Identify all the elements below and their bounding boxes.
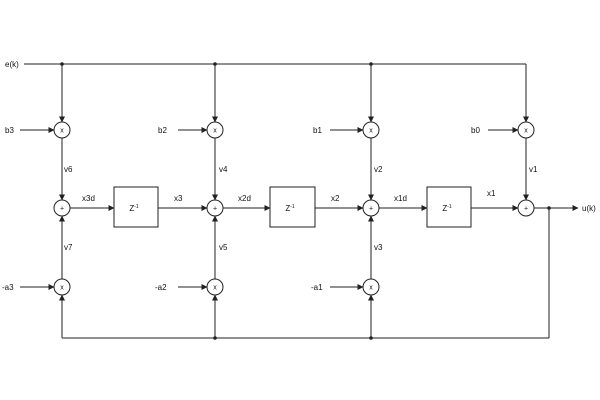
label-x3d: x3d [82,194,95,203]
label-b2: b2 [158,126,167,135]
svg-text:x: x [213,128,217,135]
label-na1: -a1 [311,283,323,292]
label-output: u(k) [582,204,596,213]
label-x2: x2 [331,194,340,203]
label-x1d: x1d [394,194,407,203]
multiplier-b3: x [53,121,71,139]
junction-output [547,206,551,210]
multiplier-b2: x [206,121,224,139]
svg-text:+: + [213,206,217,213]
label-v7: v7 [64,243,73,252]
delay-block-1: Z-1 [113,186,159,228]
adder-3: + [362,199,380,217]
svg-text:x: x [369,285,373,292]
svg-text:x: x [60,128,64,135]
multiplier-b1: x [362,121,380,139]
label-v3: v3 [374,243,383,252]
label-x3: x3 [174,194,183,203]
label-v2: v2 [374,165,383,174]
delay-block-2: Z-1 [269,186,316,228]
svg-text:+: + [524,206,528,213]
label-v4: v4 [219,165,228,174]
svg-text:x: x [524,128,528,135]
adder-4: + [517,199,535,217]
label-e: e(k) [5,60,19,69]
junction-fb-a1 [369,336,373,340]
svg-text:x: x [60,285,64,292]
svg-text:+: + [369,206,373,213]
multiplier-b0: x [517,121,535,139]
label-v1: v1 [529,165,538,174]
multiplier-a2: x [206,278,224,296]
svg-text:x: x [213,285,217,292]
svg-text:+: + [60,206,64,213]
label-na3: -a3 [2,283,14,292]
multiplier-a3: x [53,278,71,296]
adder-1: + [53,199,71,217]
junction-fb-a2 [213,336,217,340]
label-x2d: x2d [238,194,251,203]
label-x1: x1 [487,189,496,198]
label-b0: b0 [471,126,480,135]
multiplier-a1: x [362,278,380,296]
junction-e-b2 [213,62,217,66]
svg-text:Z-1: Z-1 [129,204,139,213]
label-b1: b1 [313,126,322,135]
label-na2: -a2 [155,283,167,292]
junction-e-b1 [369,62,373,66]
label-v6: v6 [64,165,73,174]
svg-text:x: x [369,128,373,135]
svg-text:Z-1: Z-1 [442,204,452,213]
label-b3: b3 [5,126,14,135]
delay-block-3: Z-1 [426,186,472,228]
svg-text:Z-1: Z-1 [285,204,295,213]
junction-e-b3 [60,62,64,66]
label-v5: v5 [219,243,228,252]
adder-2: + [206,199,224,217]
